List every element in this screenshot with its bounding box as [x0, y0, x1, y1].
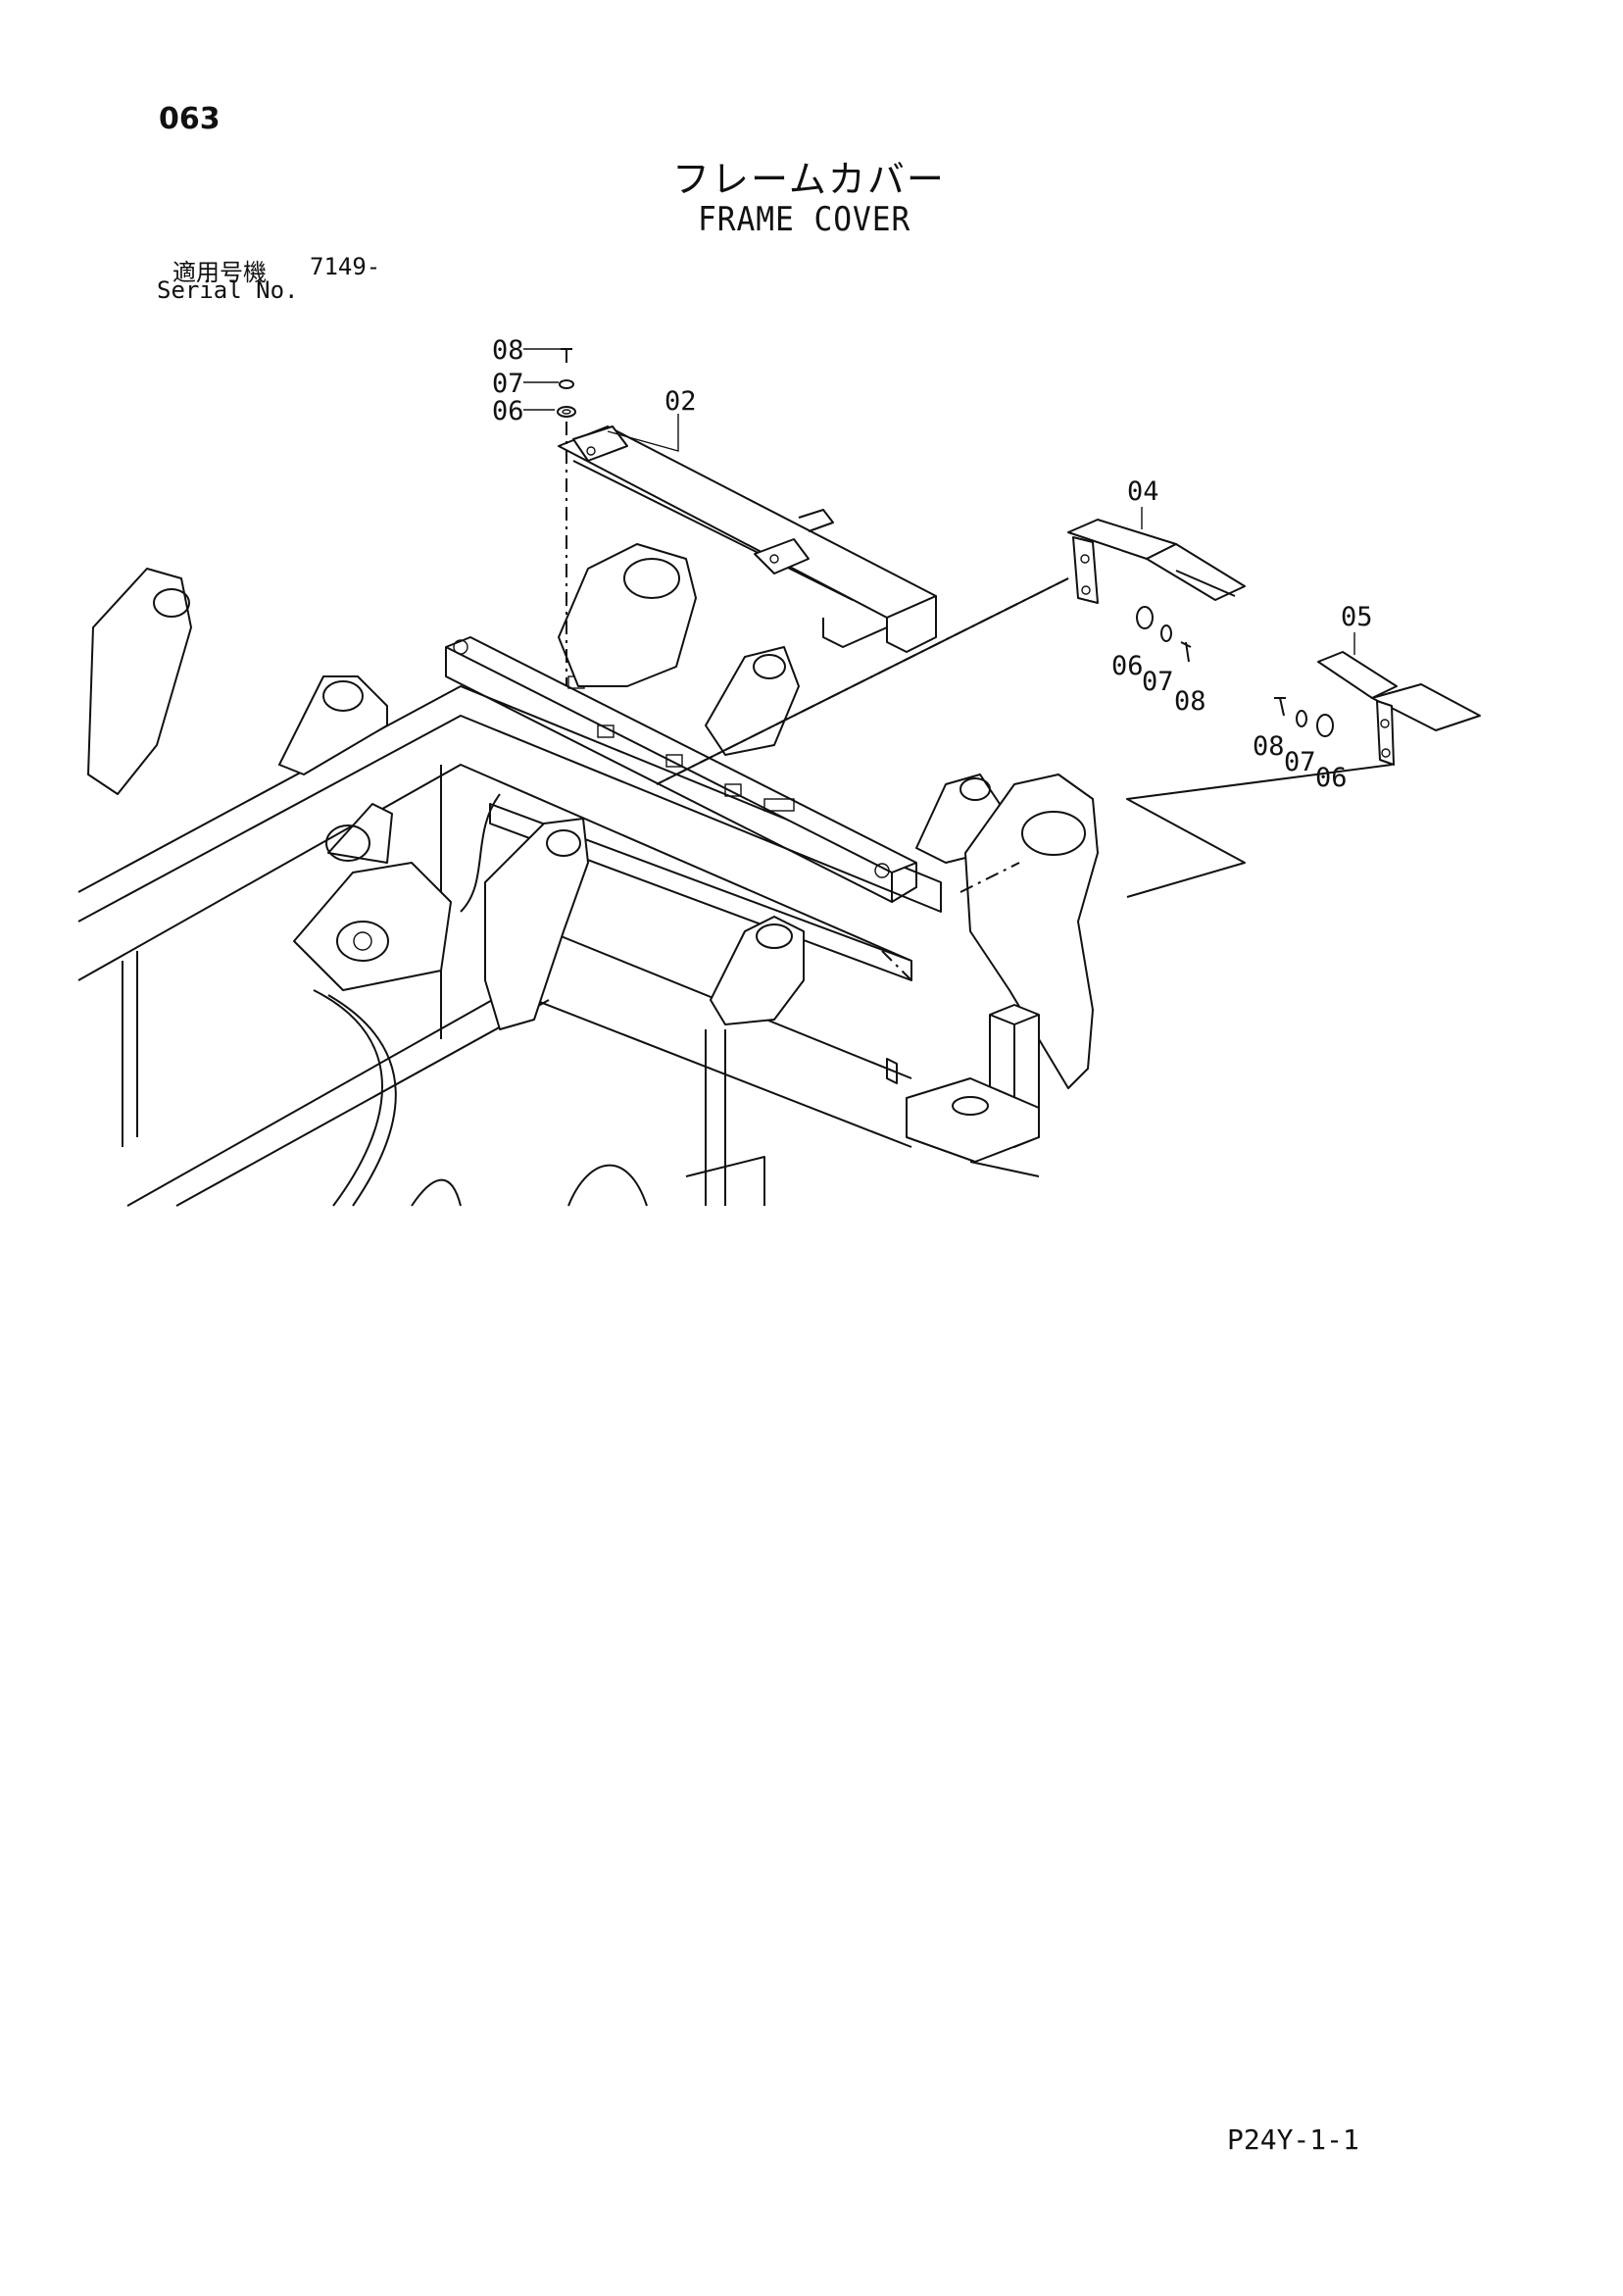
callout-02: 02 [664, 386, 697, 417]
callout-07-part05: 07 [1284, 747, 1316, 777]
serial-label-english: Serial No. [157, 276, 299, 304]
callout-06-part04: 06 [1111, 651, 1144, 681]
part-05-bracket [1317, 651, 1481, 766]
part-04-bracket [1067, 519, 1246, 604]
callout-07-upper: 07 [492, 369, 524, 399]
hardware-set-05 [1274, 697, 1334, 737]
callout-04: 04 [1127, 476, 1159, 507]
callout-06-part05: 06 [1315, 763, 1348, 793]
title-english: FRAME COVER [698, 200, 911, 239]
callout-05: 05 [1341, 602, 1373, 632]
callout-08-part04: 08 [1174, 686, 1206, 717]
callout-08-upper: 08 [492, 335, 524, 366]
callout-07-part04: 07 [1142, 667, 1174, 697]
callout-06-upper: 06 [492, 396, 524, 426]
serial-label-japanese: 適用号機 [172, 259, 267, 286]
leader-lines [523, 348, 1393, 898]
hardware-set-upper [557, 348, 576, 686]
main-frame-drawing [77, 543, 1099, 1207]
hardware-set-04 [1136, 606, 1192, 663]
serial-number-value: 7149- [310, 253, 381, 280]
part-02-frame-cover [558, 425, 937, 653]
title-japanese: フレームカバー [672, 158, 946, 201]
page-code: P24Y-1-1 [1227, 2123, 1359, 2156]
page-number: 063 [159, 102, 221, 136]
callout-labels: 08 07 06 02 04 06 07 08 05 08 07 06 [492, 335, 1373, 793]
callout-08-part05: 08 [1253, 731, 1285, 762]
